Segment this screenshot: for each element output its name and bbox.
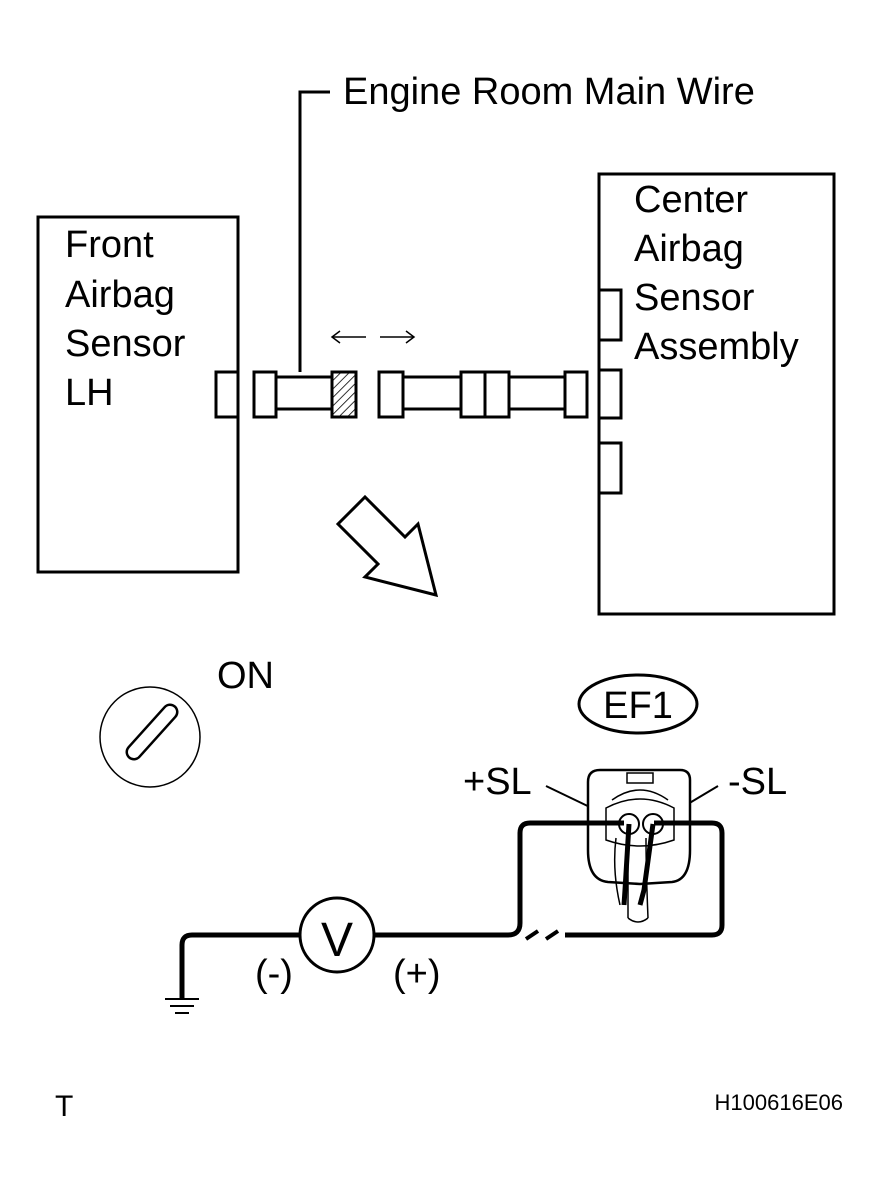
harness-left-wire [274, 375, 334, 411]
harness-mid-wire [401, 375, 463, 411]
ground-wire [179, 932, 300, 998]
front-sensor-line4: LH [65, 372, 114, 414]
disconnected-connector-hatched [330, 370, 358, 419]
center-airbag-sensor-box [597, 172, 836, 616]
ground-icon [165, 998, 199, 1014]
positive-terminal-label: +SL [463, 761, 532, 803]
meter-negative-label: (-) [255, 953, 293, 995]
inline-connector-left [459, 370, 487, 419]
center-sensor-connector-3 [597, 441, 623, 495]
view-arrow-icon [335, 494, 439, 598]
front-sensor-line1: Front [65, 224, 154, 266]
harness-left-plug [252, 370, 278, 419]
ignition-switch-icon [99, 686, 201, 788]
inline-connector-right [483, 370, 511, 419]
connector-id-text: EF1 [603, 685, 673, 727]
disconnect-arrows-icon [330, 330, 416, 344]
meter-positive-label: (+) [393, 953, 441, 995]
footer-mark: T [55, 1090, 73, 1123]
center-sensor-plug [563, 370, 589, 419]
center-sensor-connector-2 [597, 368, 623, 420]
voltmeter-symbol: V [321, 914, 353, 967]
ignition-label: ON [217, 655, 274, 697]
front-sensor-connector [214, 370, 240, 419]
center-sensor-line1: Center [634, 179, 748, 221]
negative-probe-lead [637, 823, 656, 906]
center-sensor-connector-1 [597, 288, 623, 342]
front-sensor-line3: Sensor [65, 323, 186, 365]
harness-right-plug [377, 370, 405, 419]
front-sensor-line2: Airbag [65, 274, 175, 316]
front-airbag-sensor-box [36, 215, 240, 574]
harness-label: Engine Room Main Wire [343, 71, 755, 113]
center-sensor-line3: Sensor [634, 277, 755, 319]
connector-id-badge [577, 673, 699, 735]
negative-terminal-label: -SL [728, 761, 787, 803]
harness-right-wire [507, 375, 567, 411]
wire-break-mark [524, 929, 560, 941]
center-sensor-line4: Assembly [634, 326, 799, 368]
figure-code: H100616E06 [715, 1090, 843, 1115]
harness-leader-line [298, 90, 330, 372]
meter-wire [374, 820, 624, 938]
center-sensor-line2: Airbag [634, 228, 744, 270]
meter-return-wire [565, 820, 725, 938]
positive-probe-lead [621, 823, 632, 906]
